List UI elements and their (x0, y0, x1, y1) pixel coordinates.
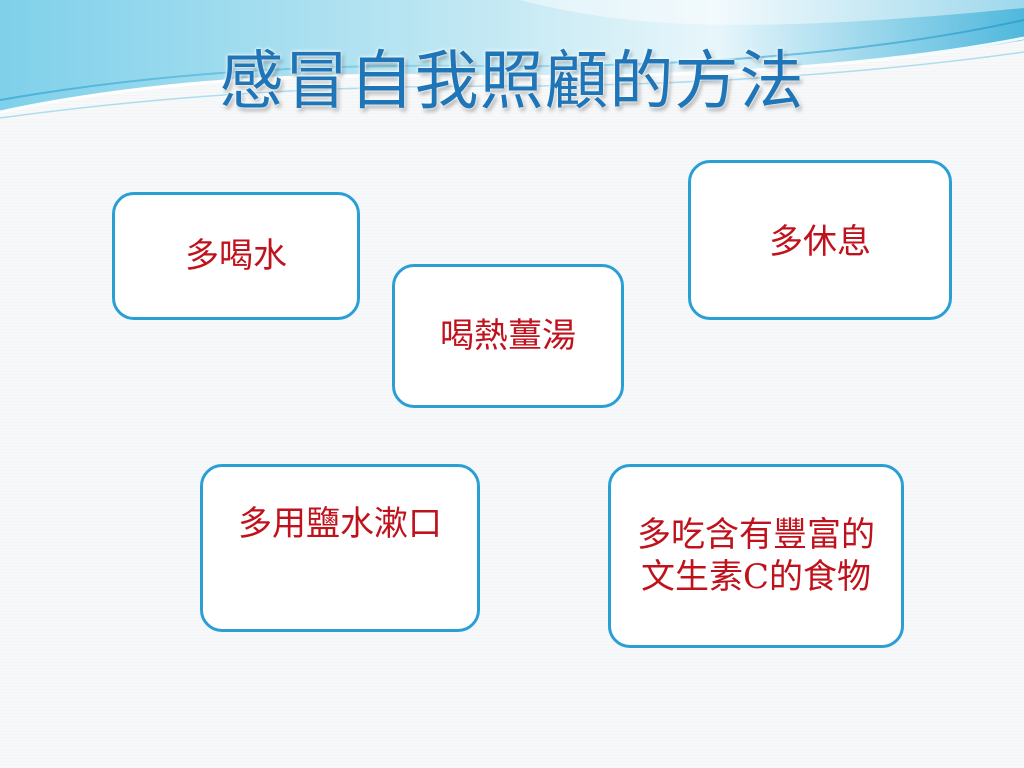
tip-card-salt-water-gargle: 多用鹽水漱口 (200, 464, 480, 632)
header-wave-decoration (0, 0, 1024, 119)
tip-card-text: 多吃含有豐富的文生素C的食物 (637, 514, 875, 598)
tip-card-rest: 多休息 (688, 160, 952, 320)
tip-card-vitamin-c-food: 多吃含有豐富的文生素C的食物 (608, 464, 904, 648)
tip-card-text: 多喝水 (185, 235, 287, 276)
page-title: 感冒自我照顧的方法 (219, 45, 805, 119)
tip-card-ginger-soup: 喝熱薑湯 (392, 264, 624, 408)
tip-card-drink-water: 多喝水 (112, 192, 360, 320)
tip-card-text: 多用鹽水漱口 (238, 504, 442, 544)
tip-card-text: 多休息 (769, 222, 871, 262)
tip-card-text: 喝熱薑湯 (440, 315, 576, 356)
